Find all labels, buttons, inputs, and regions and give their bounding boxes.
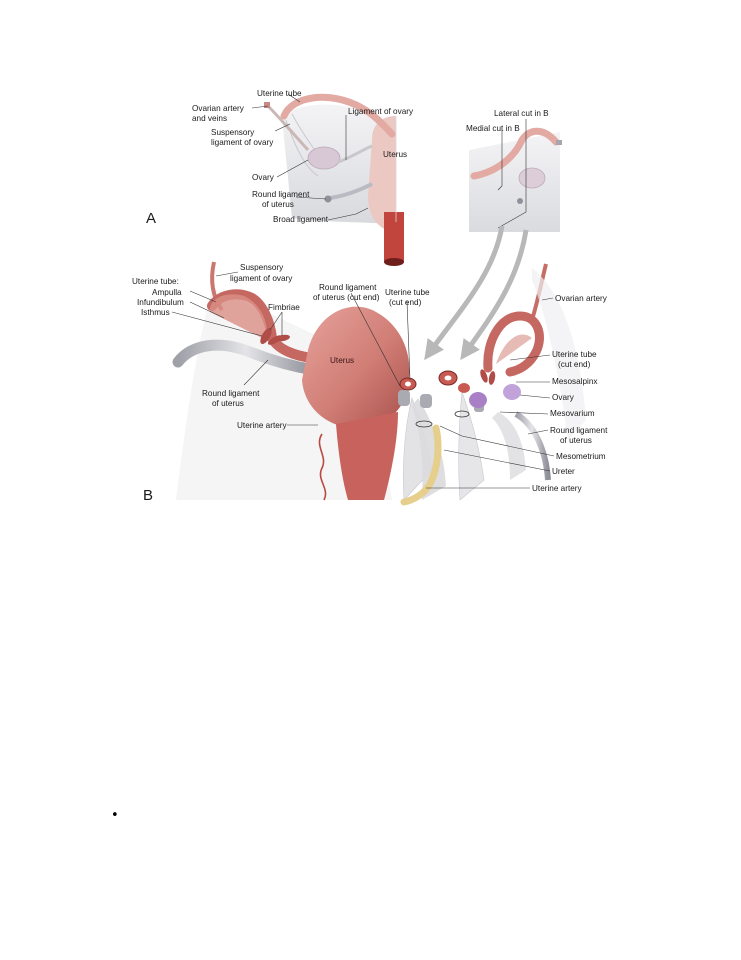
panel-a-right-illustration (469, 127, 562, 232)
round-ligament-a-shape (329, 182, 373, 200)
label-b-round-r1: Round ligament (550, 426, 608, 435)
label-a-round-ligament-1: Round ligament (252, 190, 310, 199)
label-b-isthmus: Isthmus (141, 308, 170, 317)
label-b-round-lig-2: of uterus (212, 399, 244, 408)
panel-label-b: B (143, 487, 153, 504)
ring-lateral (454, 410, 470, 418)
label-a-ligament-of-ovary: Ligament of ovary (348, 107, 414, 116)
round-ligament-b-shape (172, 339, 320, 376)
label-b-round-lig-1: Round ligament (202, 389, 260, 398)
ring-medial (415, 420, 433, 428)
label-b-ureter: Ureter (552, 467, 575, 476)
round-ligament-cut-center (420, 394, 432, 408)
panel-a-leaders (251, 93, 527, 229)
label-b-tube-cut-r1: Uterine tube (552, 350, 597, 359)
panel-b-leaders (171, 271, 555, 489)
label-a-broad-ligament: Broad ligament (273, 215, 329, 224)
label-a-suspensory-2: ligament of ovary (211, 138, 274, 147)
label-a-medial-cut: Medial cut in B (466, 124, 520, 133)
label-b-tube-cut-r2: (cut end) (558, 360, 591, 369)
lateral-cut-slab (458, 391, 485, 501)
cut-vessel-a (384, 212, 404, 262)
label-b-round-cut-1: Round ligament (319, 283, 377, 292)
label-a-uterine-tube: Uterine tube (257, 89, 302, 98)
broad-ligament-shape (282, 104, 395, 224)
tube-cut-end-lateral (458, 383, 470, 393)
ureter-b-shape (400, 424, 442, 506)
list-bullet: • (111, 808, 119, 823)
round-ligament-b-right (514, 411, 551, 481)
uterine-tube-right-shape (470, 127, 560, 180)
ovarian-vessels-a-end (264, 102, 270, 108)
ovarian-vessels-right-end (556, 140, 562, 145)
uterine-artery-b-left (318, 433, 327, 501)
ovary-b-right (503, 384, 521, 400)
label-b-ovary: Ovary (552, 393, 575, 402)
ovary-b-center (469, 392, 487, 408)
peritoneum-right (532, 268, 586, 440)
label-a-ovarian-artery-2: and veins (192, 114, 227, 123)
label-b-uterine-artery: Uterine artery (237, 421, 288, 430)
ampulla-b-shape (209, 294, 268, 340)
label-b-tube-cut-2: (cut end) (389, 298, 422, 307)
label-b-uterine-tube-colon: Uterine tube: (132, 277, 179, 286)
tube-cut-lumen-left (405, 381, 411, 387)
ligament-of-ovary-a-shape (337, 144, 373, 164)
uterine-tube-a-shape (280, 93, 396, 138)
cut-vessel-a-end (384, 258, 404, 266)
cervix-b-shape (336, 412, 398, 500)
round-ligament-right-end (517, 198, 523, 204)
panel-a-illustration (264, 93, 404, 266)
tube-cut-lumen-center (444, 375, 452, 381)
fimbriae-b-right (480, 369, 496, 385)
label-b-round-cut-2: of uterus (cut end) (313, 293, 380, 302)
label-b-mesosalpinx: Mesosalpinx (552, 377, 598, 386)
ovarian-vessels-a-shape (266, 104, 310, 152)
label-b-uterus: Uterus (330, 356, 354, 365)
label-a-ovary: Ovary (252, 173, 275, 182)
ovary-right-a-shape (518, 167, 546, 189)
arrow-medial-cut (424, 225, 505, 361)
label-a-suspensory-1: Suspensory (211, 128, 255, 137)
arrow-lateral-cut (460, 229, 529, 361)
round-ligament-a-end (324, 195, 332, 203)
label-a-uterus: Uterus (383, 150, 407, 159)
panel-b-illustration (172, 261, 586, 506)
label-b-fimbriae: Fimbriae (268, 303, 300, 312)
ovary-a-shape (307, 146, 341, 170)
label-b-tube-cut-1: Uterine tube (385, 288, 430, 297)
label-b-ampulla: Ampulla (152, 288, 182, 297)
uterine-tube-b-right (483, 311, 544, 377)
round-ligament-cut-end-left (398, 390, 410, 406)
label-b-infundibulum: Infundibulum (137, 298, 184, 307)
label-a-lateral-cut: Lateral cut in B (494, 109, 549, 118)
panel-label-a: A (146, 210, 156, 227)
label-b-suspensory-2: ligament of ovary (230, 274, 293, 283)
label-b-uterine-artery-right: Uterine artery (532, 484, 583, 493)
label-b-ovarian-artery: Ovarian artery (555, 294, 608, 303)
label-b-mesovarium: Mesovarium (550, 409, 595, 418)
label-b-round-r2: of uterus (560, 436, 592, 445)
label-a-round-ligament-2: of uterus (262, 200, 294, 209)
uterus-b-shape (302, 306, 410, 428)
label-a-ovarian-artery-1: Ovarian artery (192, 104, 245, 113)
label-b-mesometrium: Mesometrium (556, 452, 606, 461)
uterus-a-shape (368, 116, 396, 232)
fimbriae-b-shape (260, 327, 290, 345)
mesosalpinx-b-right (496, 334, 532, 364)
label-b-suspensory-1: Suspensory (240, 263, 284, 272)
broad-ligament-right-shape (469, 132, 560, 232)
